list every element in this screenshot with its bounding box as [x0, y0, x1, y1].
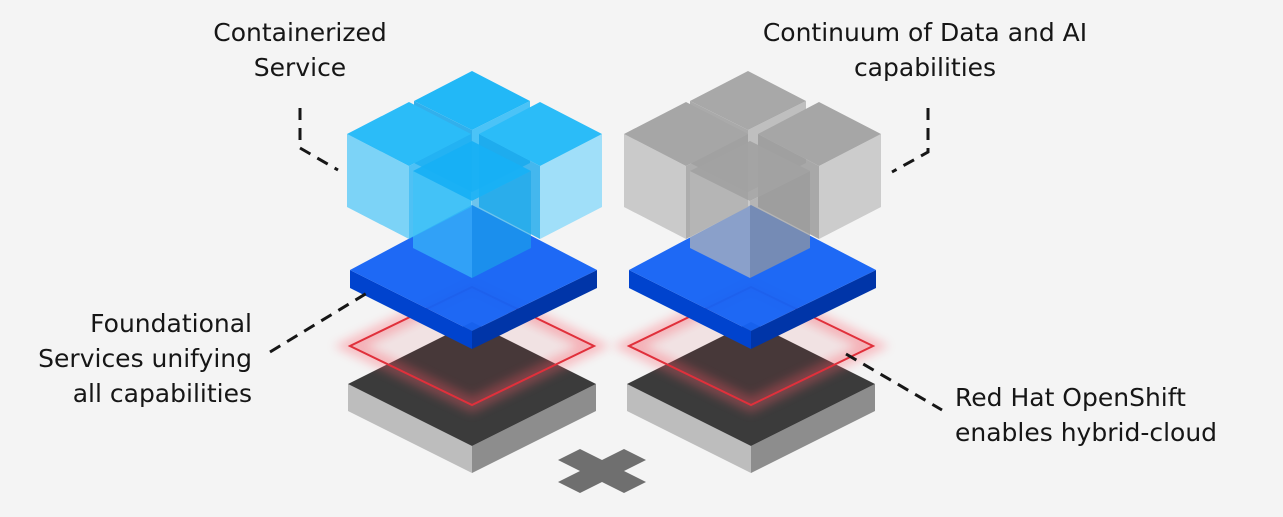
continuum-label: Continuum of Data and AI capabilities: [715, 15, 1135, 85]
continuum-line-2: capabilities: [853, 53, 997, 82]
right-data-ai-cubes: [624, 71, 881, 278]
plus-icon: [558, 449, 646, 493]
openshift-label: Red Hat OpenShift enables hybrid-cloud: [955, 380, 1217, 450]
containerized-service-label: Containerized Service: [180, 15, 420, 85]
leader-continuum: [891, 108, 930, 174]
right-stack: [612, 71, 890, 473]
foundational-services-label: Foundational Services unifying all capab…: [0, 306, 252, 411]
continuum-line-1: Continuum of Data and AI: [762, 18, 1088, 47]
left-base-platform: [348, 322, 596, 473]
foundational-line-1: Foundational: [90, 309, 252, 338]
right-base-platform: [627, 322, 875, 473]
foundational-line-2: Services unifying: [38, 344, 252, 373]
left-stack: [333, 71, 611, 473]
left-container-cubes: [347, 71, 602, 278]
openshift-line-2: enables hybrid-cloud: [955, 418, 1218, 447]
containerized-service-line-2: Service: [253, 53, 347, 82]
gray-cube-front: [690, 141, 810, 278]
containerized-service-line-1: Containerized: [213, 18, 387, 47]
leader-containerized: [298, 108, 339, 172]
openshift-line-1: Red Hat OpenShift: [955, 383, 1186, 412]
container-cube-front: [413, 141, 531, 278]
leader-lines: [269, 108, 943, 412]
foundational-line-3: all capabilities: [72, 379, 252, 408]
